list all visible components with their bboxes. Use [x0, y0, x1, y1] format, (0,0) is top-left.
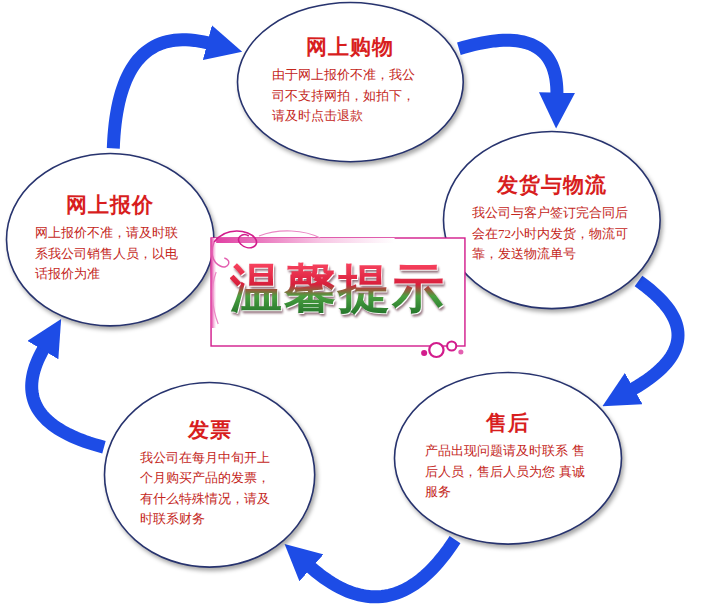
frame-ornament: [458, 350, 463, 355]
circle-shape: [444, 131, 661, 308]
topic-heading: 网上报价: [35, 192, 185, 219]
cycle-arrow: [32, 345, 104, 447]
title-text: 温馨提示: [230, 259, 446, 319]
topic-heading: 发货与物流: [472, 172, 632, 199]
frame-ornament: [214, 231, 256, 248]
topic-body: 网上报价不准，请及时联 系我公司销售人员，以电 话报价为准: [35, 223, 185, 283]
cycle-arrow: [459, 40, 557, 98]
circle-shape: [6, 154, 213, 326]
topic-circle: 网上报价网上报价不准，请及时联 系我公司销售人员，以电 话报价为准: [5, 152, 215, 327]
topic-heading: 售后: [425, 410, 590, 437]
cycle-arrow: [113, 40, 212, 149]
topic-circle: 发票我公司在每月中旬开上 个月购买产品的发票， 有什么特殊情况，请及 时联系财务: [103, 381, 316, 569]
circle-shape: [105, 383, 315, 568]
topic-circle: 售后产品出现问题请及时联系 售后人员，售后人员为您 真诚服务: [393, 371, 623, 546]
frame-ornament: [211, 238, 465, 346]
frame-ornament: [447, 342, 456, 351]
frame-ornament: [421, 350, 427, 356]
topic-circle: 网上购物由于网上报价不准，我公 司不支持网拍，如拍下， 请及时点击退款: [236, 1, 465, 163]
topic-body: 产品出现问题请及时联系 售后人员，售后人员为您 真诚服务: [425, 441, 590, 501]
frame-ornament: [212, 272, 218, 324]
frame-ornament: [258, 231, 319, 238]
topic-body: 我公司与客户签订完合同后 会在72小时内发货，物流可 靠，发送物流单号: [472, 203, 632, 263]
frame-ornament: [429, 343, 443, 357]
topic-heading: 发票: [140, 417, 280, 444]
topic-body: 由于网上报价不准，我公 司不支持网拍，如拍下， 请及时点击退款: [272, 65, 427, 125]
cycle-arrow: [629, 281, 678, 391]
frame-ornament: [212, 242, 229, 267]
topic-circle: 发货与物流我公司与客户签订完合同后 会在72小时内发货，物流可 靠，发送物流单号: [442, 130, 662, 310]
cycle-arrow: [307, 540, 455, 597]
circle-shape: [237, 2, 463, 161]
topic-body: 我公司在每月中旬开上 个月购买产品的发票， 有什么特殊情况，请及 时联系财务: [140, 448, 280, 529]
title-frame: 温馨提示: [208, 228, 468, 358]
circle-shape: [395, 372, 622, 544]
topic-heading: 网上购物: [272, 34, 427, 61]
